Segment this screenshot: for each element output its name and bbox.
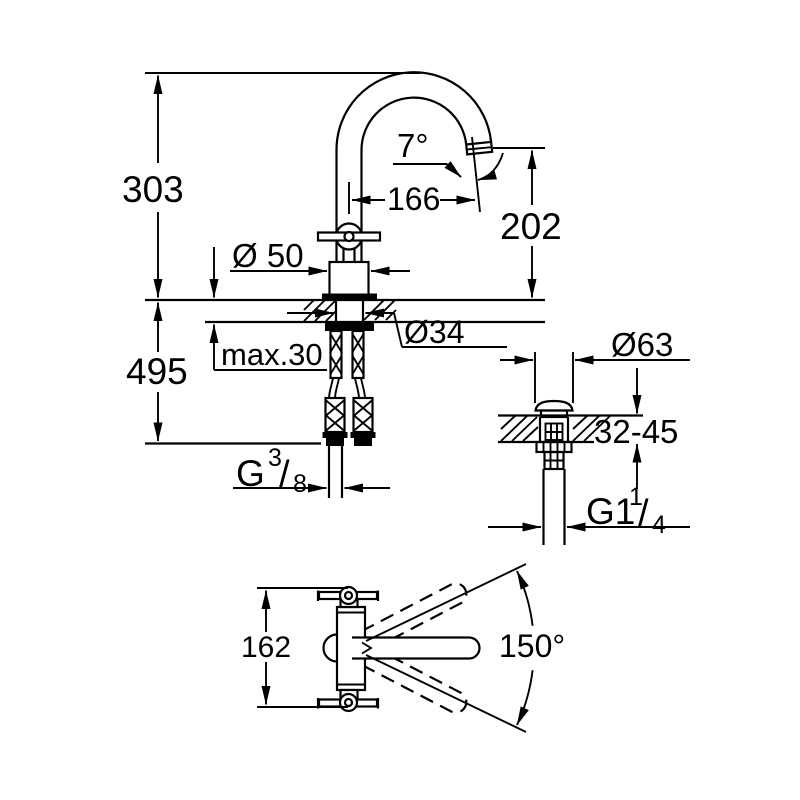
cross-handle-bottom — [316, 688, 380, 713]
shank-diameter-label: Ø34 — [404, 314, 464, 350]
cross-handle — [316, 222, 382, 262]
below-deck-label: 495 — [126, 351, 188, 392]
dim-deck-max: max.30 — [209, 247, 327, 372]
threaded-studs — [329, 329, 365, 380]
waste-plug-cap — [534, 399, 574, 412]
supply-hoses — [328, 377, 366, 399]
mounting-hardware — [145, 322, 376, 498]
supply-thread-prefix: G — [236, 453, 265, 494]
dim-spout-reach: 166 — [348, 181, 476, 217]
supply-thread-numerator: 3 — [268, 444, 282, 472]
dim-body-width: 162 — [241, 587, 348, 708]
top-view: 162 150° — [241, 563, 565, 733]
supply-thread-denominator: 8 — [293, 470, 307, 498]
waste-thread-prefix: G1 — [586, 491, 635, 532]
swivel-spout-lower — [360, 645, 468, 714]
deck-max-label: max.30 — [221, 337, 323, 372]
flange-diameter-label: Ø63 — [611, 326, 673, 363]
waste-fitting-view: Ø63 32-45 G1 1 / 4 — [488, 326, 690, 545]
swivel-spout-upper — [360, 582, 468, 651]
waste-thread-numerator: 1 — [629, 483, 643, 511]
base-gasket — [322, 293, 377, 300]
total-height-label: 303 — [122, 169, 184, 210]
waste-outline — [534, 399, 574, 545]
body-bulge — [322, 633, 338, 663]
dim-flange-diameter: Ø63 — [500, 326, 690, 403]
spout-tilt-label: 7° — [397, 127, 429, 164]
dim-total-height: 303 — [122, 72, 420, 298]
dim-spout-tilt: 7° — [393, 127, 504, 181]
thread-supply-g38: G 3 / 8 — [236, 444, 307, 498]
outlet-height-label: 202 — [500, 206, 562, 247]
outlet-axis-line — [471, 136, 481, 213]
body-width-label: 162 — [241, 631, 291, 664]
deck-hatching — [303, 299, 397, 322]
faucet-body-outline — [316, 71, 494, 300]
thread-waste-g114: G1 1 / 4 — [586, 483, 666, 539]
waste-lock-ring — [535, 440, 573, 454]
spout-joint-mark — [361, 641, 373, 655]
waste-thread-slash: / — [638, 493, 649, 535]
body-diameter-label: Ø 50 — [232, 237, 304, 274]
supply-tube — [327, 446, 344, 498]
mounting-nut — [325, 322, 374, 331]
spout-top — [352, 636, 481, 660]
countertop-deck — [145, 298, 545, 324]
deck-range-label: 32-45 — [594, 413, 678, 450]
dim-below-deck: 495 — [126, 302, 188, 442]
waste-thread-denominator: 4 — [652, 511, 666, 539]
spout-aerator — [464, 140, 494, 156]
dim-waste-thread: G1 1 / 4 — [488, 483, 690, 539]
waste-deck-section — [498, 414, 643, 444]
dim-body-diameter: Ø 50 — [230, 237, 410, 276]
dim-deck-range: 32-45 — [594, 368, 678, 489]
cross-handle-top — [316, 585, 380, 609]
dim-swivel-angle: 150° — [365, 563, 565, 733]
supply-thread-slash: / — [279, 454, 290, 496]
hose-connectors — [322, 396, 376, 446]
swivel-angle-label: 150° — [499, 628, 565, 664]
base-column — [328, 260, 370, 299]
front-view: 303 495 max.30 Ø 50 Ø34 — [122, 71, 562, 498]
dim-shank-diameter: Ø34 — [287, 308, 507, 350]
spout-reach-label: 166 — [387, 181, 440, 217]
dim-supply-thread: G 3 / 8 — [233, 444, 390, 498]
dim-outlet-height: 202 — [493, 147, 562, 298]
